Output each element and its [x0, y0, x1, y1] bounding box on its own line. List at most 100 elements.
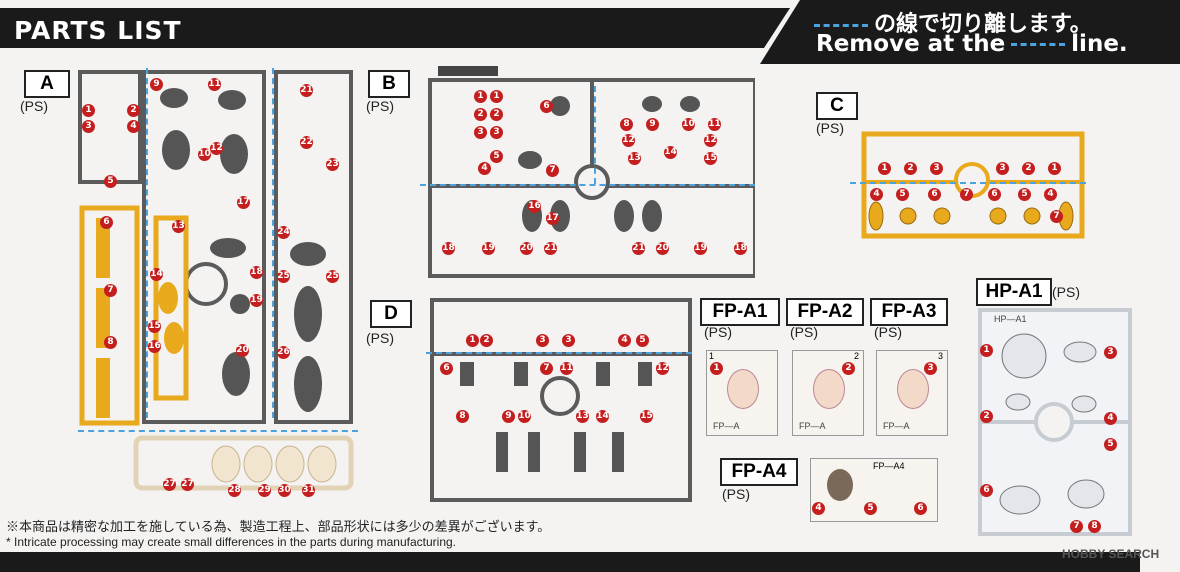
part-marker: 7: [1050, 210, 1063, 223]
part-marker: 3: [996, 162, 1009, 175]
part-marker: 1: [466, 334, 479, 347]
part-marker: 1: [490, 90, 503, 103]
part-marker: 3: [924, 362, 937, 375]
footer-note-ja: ※本商品は精密な加工を施している為、製造工程上、部品形状には多少の差異がございま…: [6, 519, 551, 534]
part-marker: 3: [536, 334, 549, 347]
fp-a2-runner: 2 FP—A: [792, 350, 864, 436]
part-marker: 8: [104, 336, 117, 349]
part-marker: 15: [640, 410, 653, 423]
runner-number: 3: [937, 351, 943, 361]
cut-note-panel: [760, 0, 1180, 64]
part-marker: 2: [1022, 162, 1035, 175]
part-marker: 7: [104, 284, 117, 297]
part-marker: 13: [172, 220, 185, 233]
cut-line: [850, 182, 1086, 184]
fp-a1-label: FP-A1: [700, 298, 780, 326]
part-marker: 4: [812, 502, 825, 515]
part-marker: 11: [708, 118, 721, 131]
part-marker: 3: [562, 334, 575, 347]
part-marker: 13: [628, 152, 641, 165]
part-marker: 7: [540, 362, 553, 375]
cut-note-en-prefix: Remove at the: [816, 31, 1006, 57]
part-marker: 10: [518, 410, 531, 423]
face-part: [727, 369, 759, 409]
face-part: [897, 369, 929, 409]
part-marker: 7: [960, 188, 973, 201]
part-marker: 2: [480, 334, 493, 347]
fp-a3-material: (PS): [874, 324, 902, 340]
cut-line-icon: [814, 23, 868, 27]
hp-a1-material: (PS): [1052, 284, 1080, 300]
part-marker: 21: [300, 84, 313, 97]
page-title: PARTS LIST: [14, 16, 182, 45]
part-marker: 4: [1044, 188, 1057, 201]
part-marker: 15: [704, 152, 717, 165]
fp-a3-runner: 3 FP—A: [876, 350, 948, 436]
cut-line: [272, 68, 274, 418]
part-marker: 11: [208, 78, 221, 91]
part-marker: 22: [300, 136, 313, 149]
watermark: HOBBY SEARCH: [1062, 547, 1160, 561]
runner-tag: FP—A: [883, 421, 910, 431]
hp-a1-label: HP-A1: [976, 278, 1052, 306]
cut-note-ja-text: の線で切り離します。: [874, 12, 1092, 37]
face-part: [827, 469, 853, 501]
part-marker: 8: [620, 118, 633, 131]
fp-a4-label: FP-A4: [720, 458, 798, 486]
part-marker: 16: [148, 340, 161, 353]
runner-number: 1: [709, 351, 715, 361]
cut-line: [426, 352, 692, 354]
part-marker: 16: [528, 200, 541, 213]
runner-c-material: (PS): [816, 120, 844, 136]
part-marker: 17: [237, 196, 250, 209]
part-marker: 4: [870, 188, 883, 201]
part-marker: 4: [1104, 412, 1117, 425]
part-marker: 5: [1104, 438, 1117, 451]
part-marker: 27: [163, 478, 176, 491]
part-marker: 8: [1088, 520, 1101, 533]
part-marker: 1: [82, 104, 95, 117]
runner-d-material: (PS): [366, 330, 394, 346]
part-marker: 6: [100, 216, 113, 229]
cut-line: [78, 430, 358, 432]
part-marker: 28: [228, 484, 241, 497]
part-marker: 7: [546, 164, 559, 177]
part-marker: 4: [478, 162, 491, 175]
fp-a2-material: (PS): [790, 324, 818, 340]
part-marker: 6: [914, 502, 927, 515]
part-marker: 10: [198, 148, 211, 161]
part-marker: 1: [710, 362, 723, 375]
part-marker: 14: [664, 146, 677, 159]
bottom-bar: [0, 552, 1140, 572]
footer-note-en: * Intricate processing may create small …: [6, 535, 456, 549]
part-marker: 9: [646, 118, 659, 131]
part-marker: 1: [474, 90, 487, 103]
part-marker: 6: [988, 188, 1001, 201]
part-marker: 25: [326, 270, 339, 283]
part-marker: 1: [1048, 162, 1061, 175]
runner-d-label: D: [370, 300, 412, 328]
runner-c-label: C: [816, 92, 858, 120]
cut-line: [594, 86, 596, 184]
part-marker: 18: [734, 242, 747, 255]
part-marker: 2: [490, 108, 503, 121]
part-marker: 3: [1104, 346, 1117, 359]
cut-line-icon: [1011, 43, 1066, 46]
part-marker: 7: [1070, 520, 1083, 533]
part-marker: 24: [277, 226, 290, 239]
part-marker: 1: [878, 162, 891, 175]
part-marker: 5: [104, 175, 117, 188]
runner-a-diagram: [78, 70, 354, 491]
header-bar: [0, 8, 790, 48]
part-marker: 19: [482, 242, 495, 255]
runner-b-diagram: [428, 66, 755, 278]
part-marker: 2: [842, 362, 855, 375]
part-marker: 6: [928, 188, 941, 201]
cut-note-ja: の線で切り離します。: [808, 6, 1092, 38]
part-marker: 12: [210, 142, 223, 155]
part-marker: 11: [560, 362, 573, 375]
cut-line: [420, 184, 755, 186]
part-marker: 19: [694, 242, 707, 255]
part-marker: 6: [440, 362, 453, 375]
part-marker: 19: [250, 294, 263, 307]
